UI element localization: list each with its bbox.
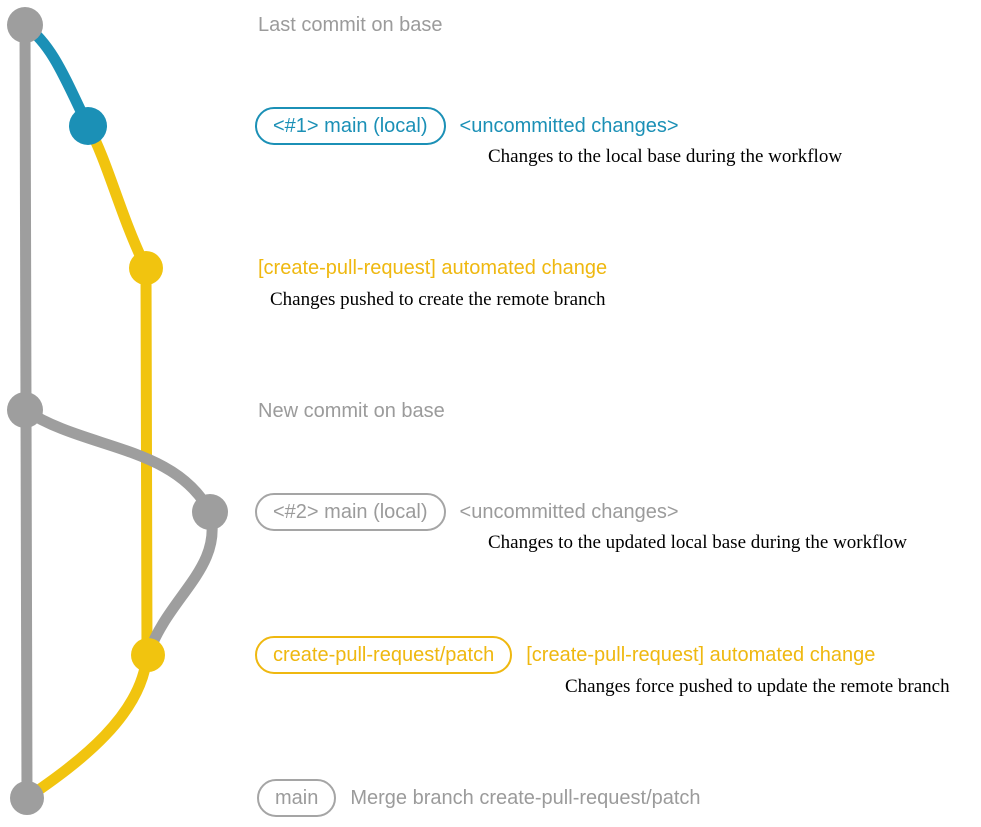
row-local-main-1: <#1> main (local) <uncommitted changes> bbox=[255, 107, 679, 145]
desc-automated-change-2: Changes force pushed to update the remot… bbox=[565, 676, 950, 697]
badge-create-pull-request-patch: create-pull-request/patch bbox=[255, 636, 513, 674]
label-new-commit-on-base: New commit on base bbox=[258, 400, 445, 422]
commit-node-remote-1 bbox=[129, 251, 163, 285]
commit-node-last-base bbox=[7, 7, 43, 43]
commit-node-new-base bbox=[7, 392, 43, 428]
row-patch-branch: create-pull-request/patch [create-pull-r… bbox=[255, 636, 875, 674]
desc-automated-change-1: Changes pushed to create the remote bran… bbox=[270, 289, 606, 310]
row-local-main-2: <#2> main (local) <uncommitted changes> bbox=[255, 493, 679, 531]
title-automated-change-2: [create-pull-request] automated change bbox=[526, 644, 876, 666]
desc-uncommitted-changes-1: Changes to the local base during the wor… bbox=[488, 146, 843, 167]
commit-node-local-2 bbox=[192, 494, 228, 530]
badge-main-local-1: <#1> main (local) bbox=[255, 107, 446, 145]
pull-request-branch-line bbox=[21, 120, 153, 804]
title-merge-branch: Merge branch create-pull-request/patch bbox=[350, 787, 701, 809]
rebase-curve-gray bbox=[19, 404, 218, 661]
title-uncommitted-changes-2: <uncommitted changes> bbox=[459, 501, 679, 523]
commit-node-local-1 bbox=[69, 107, 107, 145]
label-last-commit-on-base: Last commit on base bbox=[258, 14, 443, 36]
desc-uncommitted-changes-2: Changes to the updated local base during… bbox=[488, 532, 907, 553]
commit-node-remote-2 bbox=[131, 638, 165, 672]
commit-node-merge bbox=[10, 781, 44, 815]
badge-main: main bbox=[257, 779, 337, 817]
row-merge: main Merge branch create-pull-request/pa… bbox=[257, 779, 701, 817]
title-automated-change-1: [create-pull-request] automated change bbox=[258, 257, 608, 279]
badge-main-local-2: <#2> main (local) bbox=[255, 493, 446, 531]
git-graph bbox=[7, 7, 228, 815]
title-uncommitted-changes-1: <uncommitted changes> bbox=[459, 115, 679, 137]
